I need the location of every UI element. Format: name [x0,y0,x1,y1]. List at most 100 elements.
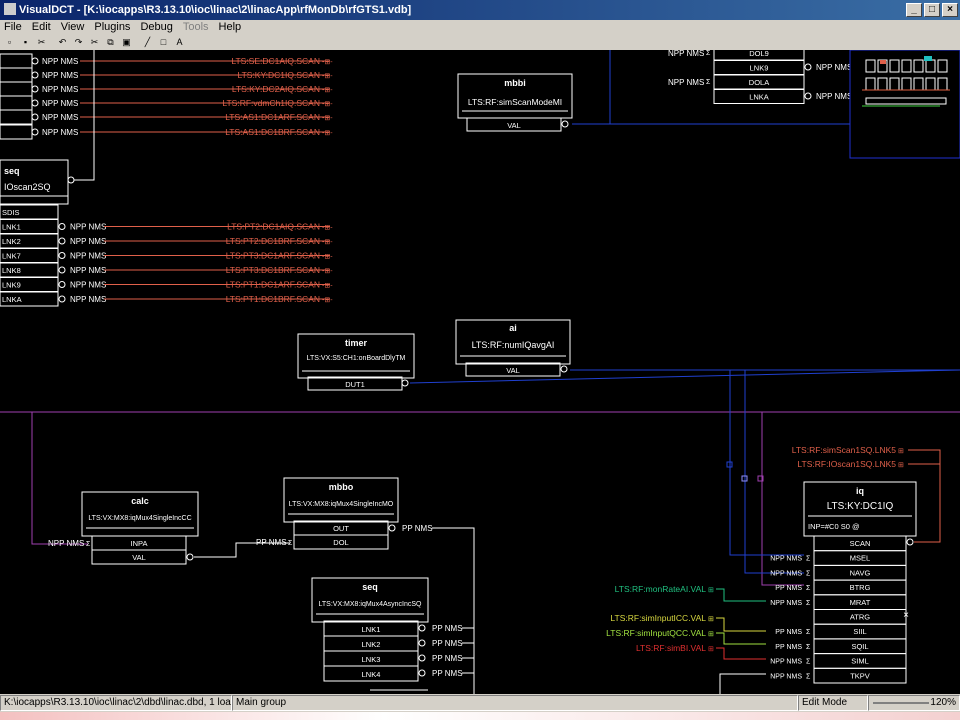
left-field-row[interactable] [0,95,33,111]
ai-field-val[interactable] [465,362,561,377]
left-out-port[interactable] [31,113,39,121]
iq-input-terminator: ⊞ [708,616,714,623]
iq-input-link-label: LTS:RF:simInputICC.VAL [610,613,706,623]
new-icon[interactable]: ▫ [7,37,12,47]
input-mark: Σ [706,79,711,86]
seq-top-field-label: LNK7 [2,252,21,261]
left-field-row[interactable] [0,53,33,69]
left-field-row[interactable] [0,124,33,140]
calc-type: calc [131,496,149,506]
iq-link-label: PP NMS [775,629,802,636]
seq-bottom-out-port[interactable] [418,654,426,662]
menu-file[interactable]: File [4,21,22,33]
timer-out-port[interactable] [401,379,409,387]
line-icon[interactable]: ╱ [144,37,151,47]
text-icon[interactable]: A [176,37,183,47]
npp-nms-label: NPP NMS [70,223,106,232]
zoom-slider[interactable] [873,702,929,704]
mbbi-out-port[interactable] [561,120,569,128]
window-title: VisualDCT - [K:\iocapps\R3.13.10\ioc\lin… [19,4,412,16]
seq-bottom-out-port[interactable] [418,639,426,647]
seq-top-lnk-port[interactable] [58,281,66,288]
seq-bottom-out-port[interactable] [418,669,426,677]
iq-input-link-label: LTS:RF:simBI.VAL [636,643,706,653]
seq-top-field-label: LNK8 [2,266,21,275]
menu-help[interactable]: Help [218,21,242,33]
iq-input-link [716,647,766,660]
iq-field-tkpv[interactable] [813,667,907,684]
mbbo-field-dol[interactable] [293,534,389,550]
input-mark: Σ [806,673,811,680]
scan-link-label: LTS:KY:DC2AIQ.SCAN [232,84,320,94]
seq-top-field-label: LNK1 [2,223,21,232]
topright-field-label: LNKA [749,93,769,102]
copy-icon[interactable]: ⧉ [107,37,114,47]
left-out-port[interactable] [31,57,39,65]
undo-icon[interactable]: ↶ [58,37,67,47]
save-icon[interactable]: ▪ [23,37,28,47]
left-field-row[interactable] [0,67,33,83]
menu-plugins[interactable]: Plugins [94,21,131,33]
left-out-port[interactable] [31,99,39,107]
seq-bottom-out-port[interactable] [418,624,426,632]
menu-view[interactable]: View [60,21,85,33]
cut-icon[interactable]: ✂ [37,37,46,47]
iq-input-link [716,588,766,602]
topright-field-label: DOLA [749,78,769,87]
seq-bottom-field-lnk4[interactable] [323,665,419,682]
minimize-button[interactable]: _ [906,3,922,17]
input-mark: Σ [288,540,293,547]
iq-input-link [716,617,766,632]
seq-top-field-lnka[interactable] [0,291,59,307]
mbbo-record-header[interactable] [283,477,399,523]
navigator-record [937,59,948,73]
mbbo-out-port[interactable] [388,524,396,532]
seq-bottom-record-header[interactable] [311,577,429,623]
seq-top-type: seq [4,166,20,176]
topright-out-port[interactable] [804,92,812,100]
close-button[interactable]: × [942,3,958,17]
box-icon[interactable]: □ [160,37,167,47]
scissors-icon[interactable]: ✂ [90,37,99,47]
blue-link-top [609,50,850,125]
menu-tools[interactable]: Tools [182,21,209,33]
left-field-row[interactable] [0,81,33,97]
seq-top-field-label: SDIS [2,208,20,217]
seq-top-lnk-port[interactable] [58,252,66,259]
seq-top-lnk-port[interactable] [58,237,66,245]
iq-name: LTS:KY:DC1IQ [827,501,894,512]
menu-debug[interactable]: Debug [140,21,173,33]
seq-top-lnk-port[interactable] [58,266,66,274]
ai-record-header[interactable] [455,319,571,365]
maximize-button[interactable]: □ [924,3,940,17]
seq-top-lnk-port[interactable] [58,223,66,230]
redo-icon[interactable]: ↷ [74,37,83,47]
mbbi-field-val[interactable] [466,117,562,132]
seq-bottom-field-label: LNK4 [362,670,381,679]
scan-link-label: LTS:AS1:DC1ARF.SCAN [225,112,320,122]
seq-top-out-port[interactable] [67,176,75,184]
ai-out-port[interactable] [560,365,568,373]
menu-bar: File Edit View Plugins Debug Tools Help [0,20,960,34]
navigator-record [901,59,912,73]
scan-link-iq [908,449,941,543]
seq-top-lnk-port[interactable] [58,295,66,303]
topright-field-lnka[interactable] [713,89,805,104]
left-out-port[interactable] [31,71,39,79]
left-field-row[interactable] [0,109,33,125]
topright-out-port[interactable] [804,63,812,71]
paste-icon[interactable]: ▣ [122,37,131,47]
zoom-control[interactable]: 120% [868,695,960,711]
iq-input-link [716,632,766,645]
menu-edit[interactable]: Edit [31,21,51,33]
calc-out-port[interactable] [186,553,194,561]
left-out-port[interactable] [31,85,39,93]
iq-scan-out-port[interactable] [906,538,914,546]
npp-nms-label: NPP NMS [42,99,78,108]
left-out-port[interactable] [31,128,39,136]
timer-record-header[interactable] [297,333,415,379]
seq-top-record-header[interactable] [0,159,69,205]
calc-field-val[interactable] [91,549,187,565]
